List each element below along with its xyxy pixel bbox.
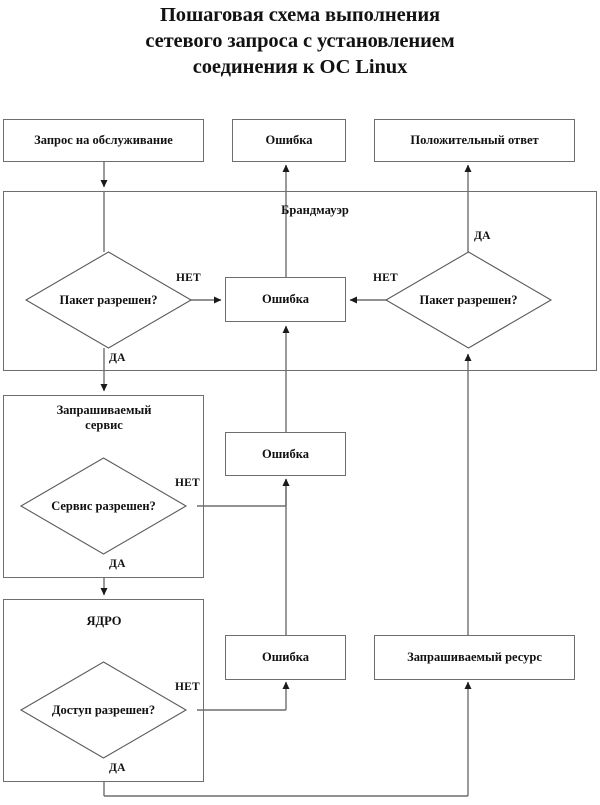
edge-label-fw-in-no: НЕТ xyxy=(176,272,201,284)
container-kernel[interactable] xyxy=(3,599,204,782)
title-line-3: соединения к ОС Linux xyxy=(192,56,408,78)
decision-firewall-outbound[interactable]: Пакет разрешен? xyxy=(384,251,553,349)
decision-firewall-inbound-label: Пакет разрешен? xyxy=(59,292,158,307)
edge-label-fw-in-yes: ДА xyxy=(109,352,126,364)
container-kernel-label: ЯДРО xyxy=(86,614,122,628)
edge-label-fw-out-yes: ДА xyxy=(474,230,491,242)
node-request-label: Запрос на обслуживание xyxy=(34,133,173,147)
node-error-top-label: Ошибка xyxy=(265,133,313,147)
edge-label-kernel-yes: ДА xyxy=(109,762,126,774)
title-line-1: Пошаговая схема выполнения xyxy=(159,4,441,26)
node-positive-answer-label: Положительный ответ xyxy=(410,133,539,147)
decision-service-allowed[interactable]: Сервис разрешен? xyxy=(19,457,188,555)
node-error-kernel[interactable]: Ошибка xyxy=(225,635,346,680)
container-firewall[interactable] xyxy=(3,191,597,371)
node-error-firewall[interactable]: Ошибка xyxy=(225,277,346,322)
decision-kernel-access[interactable]: Доступ разрешен? xyxy=(19,661,188,759)
node-requested-resource-label: Запрашиваемый ресурс xyxy=(407,650,542,664)
container-service-label: Запрашиваемый сервис xyxy=(56,403,152,432)
node-error-firewall-label: Ошибка xyxy=(262,292,309,306)
decision-service-allowed-label: Сервис разрешен? xyxy=(51,498,156,513)
container-firewall-label: Брандмауэр xyxy=(281,203,349,217)
node-request[interactable]: Запрос на обслуживание xyxy=(3,119,204,162)
decision-firewall-inbound[interactable]: Пакет разрешен? xyxy=(24,251,193,349)
node-error-service[interactable]: Ошибка xyxy=(225,432,346,476)
node-positive-answer[interactable]: Положительный ответ xyxy=(374,119,575,162)
node-error-kernel-label: Ошибка xyxy=(262,650,309,664)
edge-label-svc-yes: ДА xyxy=(109,558,126,570)
page-title: Пошаговая схема выполнения сетевого запр… xyxy=(0,2,600,80)
edge-label-kernel-no: НЕТ xyxy=(175,681,200,693)
decision-firewall-outbound-label: Пакет разрешен? xyxy=(419,292,518,307)
node-error-top[interactable]: Ошибка xyxy=(232,119,346,162)
container-service[interactable] xyxy=(3,395,204,578)
title-line-2: сетевого запроса с установлением xyxy=(145,30,455,52)
edge-label-svc-no: НЕТ xyxy=(175,477,200,489)
node-error-service-label: Ошибка xyxy=(262,446,309,461)
node-requested-resource[interactable]: Запрашиваемый ресурс xyxy=(374,635,575,680)
edge-label-fw-out-no: НЕТ xyxy=(373,272,398,284)
decision-kernel-access-label: Доступ разрешен? xyxy=(51,702,156,717)
